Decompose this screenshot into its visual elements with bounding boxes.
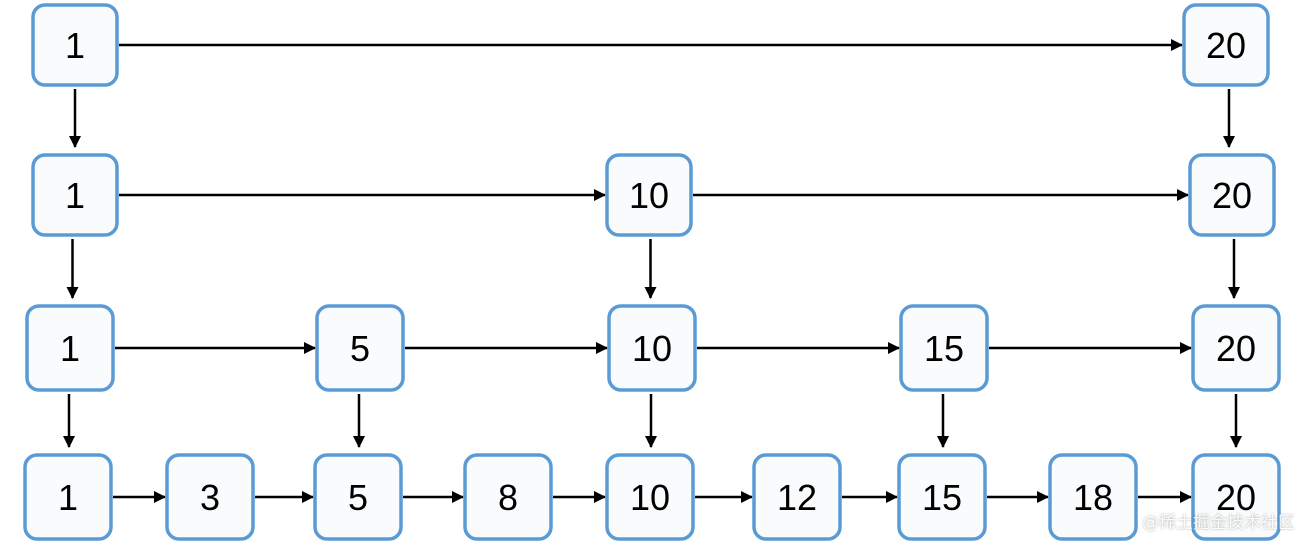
- node-level-0-18: 18: [1048, 453, 1138, 541]
- node-level-0-15: 15: [897, 453, 987, 541]
- node-value: 20: [1212, 175, 1252, 216]
- arrows-layer: [63, 39, 1242, 503]
- node-box: [31, 153, 119, 237]
- node-value: 10: [630, 477, 670, 518]
- node-box: [897, 453, 987, 541]
- node-value: 15: [922, 477, 962, 518]
- node-box: [25, 304, 115, 392]
- node-box: [605, 453, 695, 541]
- node-value: 20: [1216, 477, 1256, 518]
- node-box: [605, 153, 693, 237]
- node-box: [1182, 3, 1270, 87]
- node-box: [23, 453, 113, 541]
- node-level-0-20: 20: [1191, 453, 1281, 541]
- node-value: 20: [1216, 328, 1256, 369]
- node-value: 20: [1206, 25, 1246, 66]
- node-level-2-20: 20: [1188, 153, 1276, 237]
- node-value: 1: [60, 328, 80, 369]
- node-level-0-8: 8: [463, 453, 553, 541]
- node-value: 18: [1073, 477, 1113, 518]
- node-level-1-15: 15: [899, 304, 989, 392]
- node-level-0-1: 1: [23, 453, 113, 541]
- node-value: 1: [65, 25, 85, 66]
- node-level-1-1: 1: [25, 304, 115, 392]
- node-value: 1: [65, 175, 85, 216]
- node-box: [463, 453, 553, 541]
- node-level-0-5: 5: [313, 453, 403, 541]
- node-box: [315, 304, 405, 392]
- node-value: 5: [350, 328, 370, 369]
- node-box: [1048, 453, 1138, 541]
- node-value: 1: [58, 477, 78, 518]
- node-value: 8: [498, 477, 518, 518]
- node-value: 10: [632, 328, 672, 369]
- node-value: 15: [924, 328, 964, 369]
- node-level-2-1: 1: [31, 153, 119, 237]
- node-box: [313, 453, 403, 541]
- node-value: 10: [629, 175, 669, 216]
- node-level-3-20: 20: [1182, 3, 1270, 87]
- node-box: [752, 453, 842, 541]
- node-box: [1191, 304, 1281, 392]
- node-level-0-3: 3: [165, 453, 255, 541]
- node-level-0-10: 10: [605, 453, 695, 541]
- node-value: 12: [777, 477, 817, 518]
- node-level-2-10: 10: [605, 153, 693, 237]
- node-level-3-1: 1: [31, 3, 119, 87]
- node-box: [31, 3, 119, 87]
- watermark-text: @稀土掘金技术社区: [1142, 513, 1295, 533]
- node-value: 3: [200, 477, 220, 518]
- node-box: [607, 304, 697, 392]
- node-level-1-10: 10: [607, 304, 697, 392]
- node-box: [1191, 453, 1281, 541]
- node-box: [1188, 153, 1276, 237]
- node-value: 5: [348, 477, 368, 518]
- node-box: [165, 453, 255, 541]
- node-level-0-12: 12: [752, 453, 842, 541]
- node-box: [899, 304, 989, 392]
- node-level-1-20: 20: [1191, 304, 1281, 392]
- node-level-1-5: 5: [315, 304, 405, 392]
